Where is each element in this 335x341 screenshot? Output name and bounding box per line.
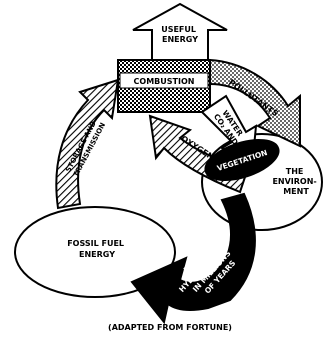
vegetation-ellipse [204, 139, 280, 181]
svg-text:THE ENVIRON- MENT: THE ENVIRON- MENT [272, 167, 319, 196]
combustion-label: COMBUSTION [134, 77, 195, 86]
useful-energy-label-line1: USEFUL [161, 25, 196, 34]
useful-energy-arrow [132, 2, 228, 61]
fossil-fuel-label-line1: FOSSIL FUEL [67, 239, 124, 248]
hydrocarbons-arrow [130, 192, 256, 325]
pollutants-arrow [209, 58, 301, 148]
environment-label-line1: THE [286, 167, 304, 176]
svg-text:FOSSIL FUEL ENERGY: FOSSIL FUEL ENERGY [67, 239, 127, 259]
fossil-fuel-label-line2: ENERGY [79, 250, 115, 259]
storage-transmission-arrow [55, 78, 120, 210]
caption: (ADAPTED FROM FORTUNE) [108, 323, 232, 332]
fossil-fuel-ellipse [14, 206, 176, 298]
combustion-label-band [119, 72, 209, 89]
environment-label-line2: ENVIRON- [272, 177, 316, 186]
useful-energy-label-line2: ENERGY [162, 35, 198, 44]
svg-text:USEFUL ENERGY: USEFUL ENERGY [161, 25, 199, 44]
environment-label-line3: MENT [283, 187, 309, 196]
